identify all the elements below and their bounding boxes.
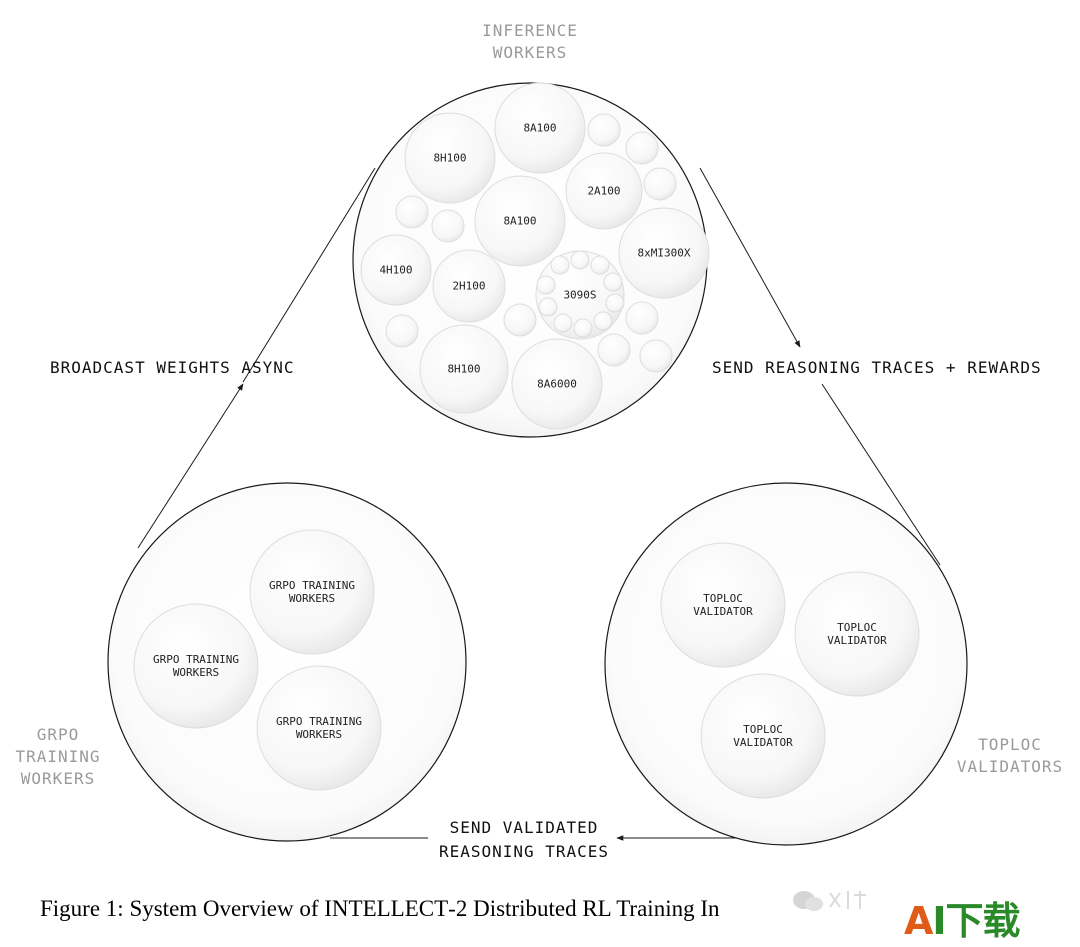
label-8a6000: 8A6000 — [537, 377, 577, 391]
inference-node-8a100-mid — [474, 175, 566, 267]
gpu-bubble — [573, 318, 593, 338]
label-grpo-bottom-line1: GRPO TRAINING — [275, 715, 363, 728]
ai-download-watermark-logo: AI下载 — [904, 890, 1021, 945]
figure-caption: Figure 1: System Overview of INTELLECT-2… — [40, 896, 720, 922]
label-3090s: 3090S — [563, 288, 597, 302]
edge-grpo-to-broadcast-arrow — [137, 383, 244, 549]
label-grpo-left-line1: GRPO TRAINING — [152, 653, 240, 666]
gpu-bubble — [597, 333, 631, 367]
grpo-cluster-title: GRPO TRAINING WORKERS — [8, 724, 108, 790]
gpu-bubble — [603, 272, 623, 292]
grpo-title-line1: GRPO — [36, 725, 80, 744]
gpu-bubble — [395, 195, 429, 229]
toploc-node-bottom — [700, 673, 826, 799]
label-grpo-left: GRPO TRAINING WORKERS — [153, 653, 239, 679]
label-toploc-left-line1: TOPLOC — [703, 592, 743, 605]
grpo-title-line3: WORKERS — [20, 769, 96, 788]
inference-title-line2: WORKERS — [492, 43, 568, 62]
toploc-title-line1: TOPLOC — [978, 735, 1042, 754]
toploc-title-line2: VALIDATORS — [956, 757, 1064, 776]
label-toploc-right: TOPLOC VALIDATOR — [827, 621, 887, 647]
label-toploc-right-line2: VALIDATOR — [827, 634, 887, 647]
broadcast-weights-label: BROADCAST WEIGHTS ASYNC — [50, 358, 295, 377]
gpu-bubble — [587, 113, 621, 147]
grpo-node-top — [249, 529, 375, 655]
label-toploc-bottom: TOPLOC VALIDATOR — [733, 723, 793, 749]
caption-smallcaps: INTELLECT — [324, 896, 449, 921]
gpu-bubble — [538, 297, 558, 317]
grpo-node-bottom — [256, 665, 382, 791]
label-2a100: 2A100 — [587, 184, 621, 198]
inference-node-8a100-top — [494, 82, 586, 174]
gpu-bubble — [590, 255, 610, 275]
gpu-bubble — [503, 303, 537, 337]
inference-node-8xmi300x — [618, 207, 710, 299]
gpu-bubble — [593, 311, 613, 331]
edge-inference-to-traces-arrow — [699, 167, 801, 348]
inference-node-8a6000 — [511, 338, 603, 430]
edge-inference-to-grpo-tangent — [242, 167, 376, 383]
label-grpo-top-line1: GRPO TRAINING — [268, 579, 356, 592]
gpu-bubble — [625, 301, 659, 335]
inference-node-2h100 — [432, 249, 506, 323]
label-toploc-bottom-line1: TOPLOC — [743, 723, 783, 736]
label-8xmi300x: 8xMI300X — [637, 246, 691, 260]
gpu-bubble — [643, 167, 677, 201]
label-grpo-bottom-line2: WORKERS — [295, 728, 343, 741]
gpu-bubble — [553, 313, 573, 333]
send-validated-line2: REASONING TRACES — [438, 842, 610, 861]
inference-3090s-subnodes — [536, 250, 625, 338]
label-2h100: 2H100 — [452, 279, 486, 293]
gpu-bubble — [639, 339, 673, 373]
watermark-a: A — [904, 899, 933, 943]
inference-filler-bubbles — [385, 113, 677, 373]
label-8a100-top: 8A100 — [523, 121, 557, 135]
edge-traces-to-toploc — [821, 383, 941, 566]
gpu-bubble — [625, 131, 659, 165]
grpo-node-left — [133, 603, 259, 729]
inference-node-2a100 — [565, 152, 643, 230]
wechat-watermark-icon — [793, 891, 866, 911]
gpu-bubble — [431, 209, 465, 243]
send-validated-label: SEND VALIDATED REASONING TRACES — [426, 816, 622, 864]
label-grpo-top: GRPO TRAINING WORKERS — [269, 579, 355, 605]
toploc-node-right — [794, 571, 920, 697]
label-toploc-left-line2: VALIDATOR — [693, 605, 753, 618]
caption-suffix: -2 Distributed RL Training In — [448, 896, 720, 921]
inference-node-8h100-bottom — [419, 324, 509, 414]
send-traces-label: SEND REASONING TRACES + REWARDS — [712, 358, 1042, 377]
toploc-cluster-title: TOPLOC VALIDATORS — [950, 734, 1070, 778]
caption-prefix: Figure 1: System Overview of — [40, 896, 325, 921]
label-grpo-bottom: GRPO TRAINING WORKERS — [276, 715, 362, 741]
label-grpo-top-line2: WORKERS — [288, 592, 336, 605]
gpu-bubble — [605, 293, 625, 313]
toploc-node-left — [660, 542, 786, 668]
send-validated-line1: SEND VALIDATED — [449, 818, 599, 837]
grpo-title-line2: TRAINING — [15, 747, 101, 766]
gpu-bubble — [385, 314, 419, 348]
label-grpo-left-line2: WORKERS — [172, 666, 220, 679]
gpu-bubble — [570, 250, 590, 270]
label-toploc-right-line1: TOPLOC — [837, 621, 877, 634]
inference-node-4h100 — [360, 234, 432, 306]
label-8h100-bottom: 8H100 — [447, 362, 481, 376]
label-toploc-bottom-line2: VALIDATOR — [733, 736, 793, 749]
label-8h100-top: 8H100 — [433, 151, 467, 165]
label-toploc-left: TOPLOC VALIDATOR — [693, 592, 753, 618]
inference-node-8h100-top — [404, 112, 496, 204]
gpu-bubble — [536, 275, 556, 295]
label-8a100-mid: 8A100 — [503, 214, 537, 228]
watermark-rest: I下载 — [932, 899, 1020, 943]
gpu-bubble — [550, 255, 570, 275]
label-4h100: 4H100 — [379, 263, 413, 277]
inference-title-line1: INFERENCE — [482, 21, 578, 40]
inference-cluster-title: INFERENCE WORKERS — [470, 20, 590, 64]
